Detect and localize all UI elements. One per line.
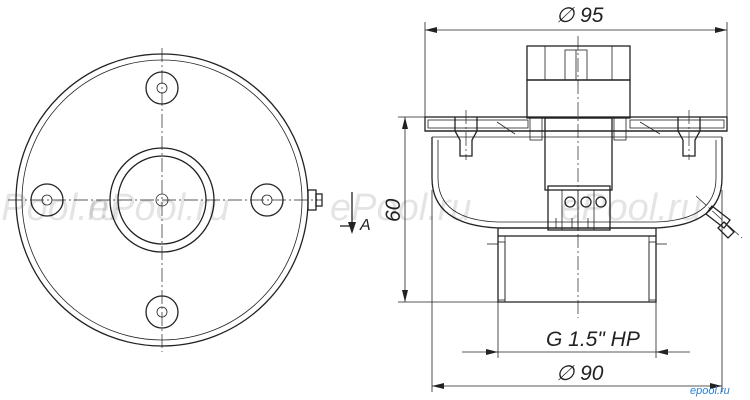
lid-fastener-left (454, 110, 478, 160)
dim-top-diameter-text: ∅ 95 (556, 4, 604, 27)
stem-lower (544, 117, 613, 191)
section-label: A (359, 217, 371, 234)
bolt-hole-bottom (145, 295, 179, 329)
watermark-text: ePool.ru (88, 187, 230, 229)
dim-bottom-diameter (431, 190, 723, 392)
bolt-hole-left (30, 183, 64, 217)
center-hub (109, 147, 215, 253)
watermark-text: ePool.ru (330, 187, 472, 229)
bolt-hole-top (145, 71, 179, 105)
stem-upper (526, 79, 631, 119)
side-nozzle (307, 189, 323, 211)
watermark-text: ePool.ru (560, 187, 702, 229)
dim-thread (462, 302, 690, 358)
section-marker (340, 192, 356, 234)
dim-thread-text: G 1.5" HP (546, 328, 640, 351)
threaded-neck (487, 227, 667, 303)
section-view: ∅ 95 60 G 1.5" HP ∅ 90 (382, 4, 743, 392)
lid-plate (424, 116, 728, 138)
section-side-nozzle (695, 195, 743, 239)
plan-view: A (8, 48, 371, 352)
dim-height-text: 60 (382, 198, 405, 222)
lid-fastener-right (677, 110, 701, 160)
dim-top-diameter (424, 22, 728, 117)
bolt-hole-right (250, 183, 284, 217)
hex-nut (526, 45, 631, 81)
watermark-text: ePool.ru (0, 187, 122, 229)
dim-bottom-diameter-text: ∅ 90 (556, 362, 604, 385)
watermark-group: ePool.ru ePool.ru ePool.ru ePool.ru (0, 187, 702, 229)
dim-height (398, 116, 498, 303)
inner-clips (496, 117, 661, 141)
corner-logo: epool.ru (690, 385, 730, 397)
